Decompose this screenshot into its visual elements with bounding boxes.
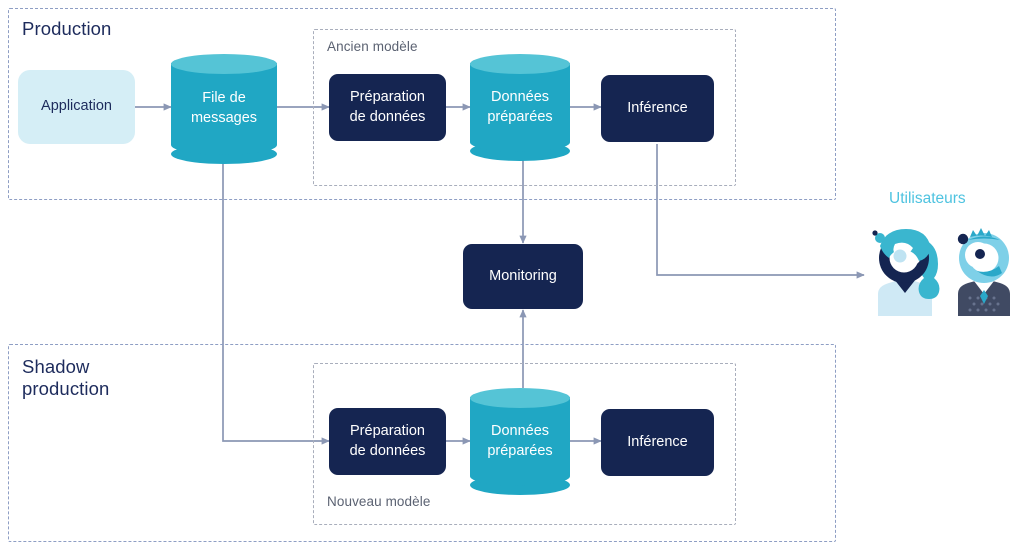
cylinder-body: [470, 397, 570, 486]
zone-production-label: Production: [22, 18, 112, 39]
users-illustration: [872, 228, 1010, 316]
subzone-nouveau-modele-label: Nouveau modèle: [327, 494, 431, 509]
node-donnees-preparees-bottom[interactable]: Données préparées: [470, 388, 570, 495]
cylinder-top: [470, 54, 570, 74]
cylinder-top: [171, 54, 277, 74]
cylinder-top: [470, 388, 570, 408]
subzone-ancien-modele: [313, 29, 736, 186]
node-file-de-messages-label: File de messages: [190, 90, 258, 126]
node-donnees-preparees-bottom-label: Données préparées: [487, 422, 553, 459]
male-user-avatar: [957, 228, 1010, 316]
node-preparation-donnees-bottom[interactable]: Préparation de données: [329, 408, 446, 475]
subzone-ancien-modele-label: Ancien modèle: [327, 39, 418, 54]
node-inference-top[interactable]: Inférence: [601, 75, 714, 142]
zone-shadow-production: [8, 344, 836, 542]
users-label: Utilisateurs: [889, 190, 966, 207]
node-file-de-messages[interactable]: File de messages: [171, 54, 277, 164]
subzone-nouveau-modele: [313, 363, 736, 525]
cylinder-body: [470, 63, 570, 152]
node-inference-bottom[interactable]: Inférence: [601, 409, 714, 476]
node-monitoring[interactable]: Monitoring: [463, 244, 583, 309]
node-donnees-preparees-top[interactable]: Données préparées: [470, 54, 570, 161]
female-user-avatar: [872, 229, 940, 316]
node-preparation-donnees-top[interactable]: Préparation de données: [329, 74, 446, 141]
node-application[interactable]: Application: [18, 70, 135, 144]
cylinder-body: [171, 63, 277, 155]
zone-production: [8, 8, 836, 200]
zone-shadow-production-label: Shadow production: [22, 356, 110, 399]
node-donnees-preparees-top-label: Données préparées: [487, 88, 553, 125]
